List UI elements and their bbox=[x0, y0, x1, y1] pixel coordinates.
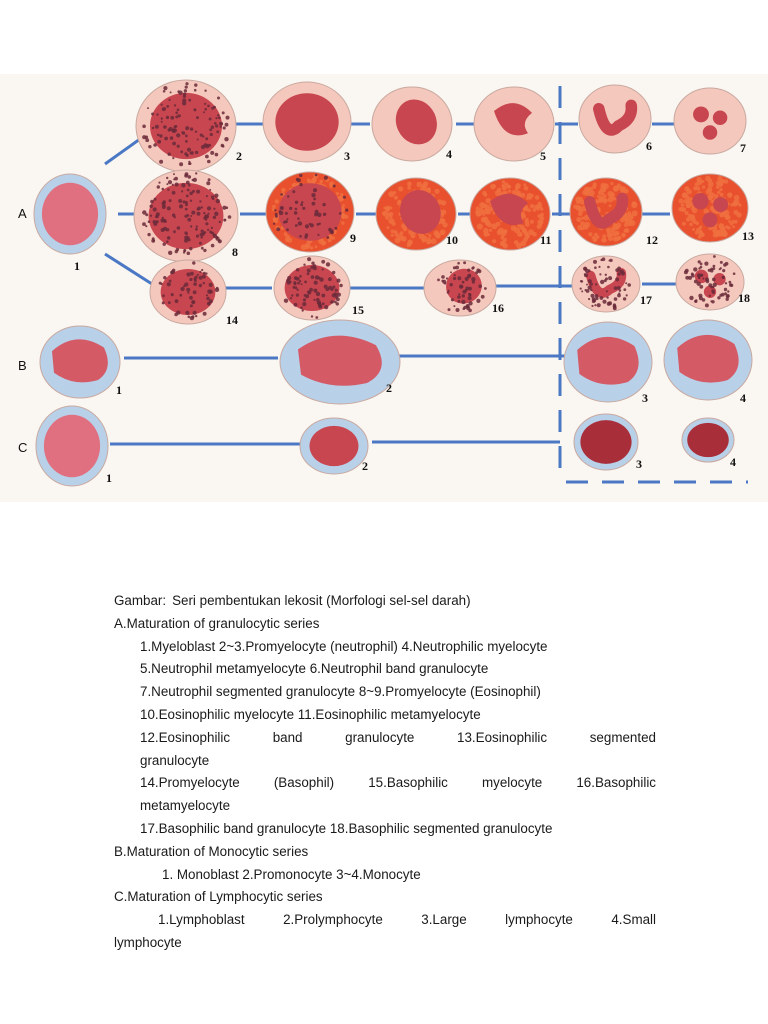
cell-c2 bbox=[299, 417, 369, 475]
caption-a-line-8: metamyelocyte bbox=[140, 798, 231, 814]
label-a13: 13 bbox=[742, 229, 754, 243]
caption-c-line-cont: lymphocyte bbox=[114, 934, 182, 950]
caption-a-line-3: 7.Neutrophil segmented granulocyte 8~9.P… bbox=[140, 684, 541, 700]
caption-a-line-5: 12.Eosinophilic band granulocyte 13.Eosi… bbox=[140, 729, 656, 745]
cell-c4 bbox=[681, 417, 735, 463]
cell-a12 bbox=[569, 177, 643, 247]
label-a6: 6 bbox=[646, 139, 652, 153]
cell-a2 bbox=[135, 79, 237, 173]
label-a15: 15 bbox=[352, 303, 364, 317]
caption-a-line-9: 17.Basophilic band granulocyte 18.Basoph… bbox=[140, 820, 553, 836]
blood-cell-maturation-figure: A B C 1 2 3 4 5 6 7 8 9 10 11 12 13 14 1… bbox=[0, 74, 768, 502]
figure-caption: Gambar: Seri pembentukan lekosit (Morfolo… bbox=[114, 590, 656, 955]
label-c4: 4 bbox=[730, 455, 736, 469]
cell-a17 bbox=[571, 255, 641, 313]
cell-a8 bbox=[133, 169, 239, 263]
caption-title-text: Seri pembentukan lekosit (Morfologi sel-… bbox=[172, 593, 471, 608]
row-label-b: B bbox=[18, 358, 27, 373]
label-c1: 1 bbox=[106, 471, 112, 485]
label-a3: 3 bbox=[344, 149, 350, 163]
cell-a14 bbox=[149, 259, 227, 325]
cell-c1 bbox=[35, 405, 109, 487]
cell-c3 bbox=[573, 413, 639, 471]
cell-a13 bbox=[671, 173, 749, 243]
caption-section-b: B.Maturation of Monocytic series bbox=[114, 843, 309, 859]
label-b4: 4 bbox=[740, 391, 746, 405]
cell-a9 bbox=[265, 171, 355, 253]
label-a14: 14 bbox=[226, 313, 238, 327]
label-a18: 18 bbox=[738, 291, 750, 305]
label-a9: 9 bbox=[350, 231, 356, 245]
caption-a-line-4: 10.Eosinophilic myelocyte 11.Eosinophili… bbox=[140, 706, 481, 722]
label-a4: 4 bbox=[446, 147, 452, 161]
label-b1: 1 bbox=[116, 383, 122, 397]
label-c3: 3 bbox=[636, 457, 642, 471]
caption-section-a: A.Maturation of granulocytic series bbox=[114, 615, 320, 631]
caption-title-label: Gambar: bbox=[114, 593, 167, 608]
cell-a15 bbox=[273, 255, 351, 321]
label-b3: 3 bbox=[642, 391, 648, 405]
connection-lines bbox=[104, 86, 748, 484]
caption-a-line-2: 5.Neutrophil metamyelocyte 6.Neutrophil … bbox=[140, 661, 489, 677]
caption-a-line-1: 1.Myeloblast 2~3.Promyelocyte (neutrophi… bbox=[140, 638, 548, 654]
label-a11: 11 bbox=[540, 233, 551, 247]
cell-a16 bbox=[423, 259, 497, 317]
caption-b-line: 1. Monoblast 2.Promonocyte 3~4.Monocyte bbox=[162, 866, 421, 882]
cell-b4 bbox=[663, 319, 753, 401]
cell-a10 bbox=[375, 177, 457, 251]
cell-a11 bbox=[469, 177, 551, 251]
cell-a5 bbox=[473, 86, 555, 162]
cell-b3 bbox=[563, 321, 653, 403]
cell-a6 bbox=[578, 84, 652, 154]
caption-section-c: C.Maturation of Lymphocytic series bbox=[114, 889, 323, 905]
caption-a-line-7: 14.Promyelocyte (Basophil) 15.Basophilic… bbox=[140, 775, 656, 791]
caption-title: Gambar: Seri pembentukan lekosit (Morfolo… bbox=[114, 590, 656, 613]
label-a1: 1 bbox=[74, 259, 80, 273]
label-a17: 17 bbox=[640, 293, 652, 307]
row-label-c: C bbox=[18, 440, 27, 455]
row-label-a: A bbox=[18, 206, 27, 221]
cell-a4 bbox=[371, 86, 453, 162]
cell-b2 bbox=[279, 319, 401, 405]
caption-c-line: 1.Lymphoblast 2.Prolymphocyte 3.Large ly… bbox=[158, 912, 656, 928]
cell-a3 bbox=[262, 81, 352, 163]
label-a5: 5 bbox=[540, 149, 546, 163]
cell-a7 bbox=[673, 87, 747, 155]
cell-a18 bbox=[675, 253, 745, 311]
label-a8: 8 bbox=[232, 245, 238, 259]
label-a12: 12 bbox=[646, 233, 658, 247]
cells-layer bbox=[33, 79, 753, 487]
cell-a1 bbox=[33, 173, 107, 255]
label-b2: 2 bbox=[386, 381, 392, 395]
cell-b1 bbox=[39, 325, 121, 399]
label-a10: 10 bbox=[446, 233, 458, 247]
label-a2: 2 bbox=[236, 149, 242, 163]
caption-a-line-6: granulocyte bbox=[140, 752, 210, 768]
label-a7: 7 bbox=[740, 141, 746, 155]
label-a16: 16 bbox=[492, 301, 504, 315]
label-c2: 2 bbox=[362, 459, 368, 473]
